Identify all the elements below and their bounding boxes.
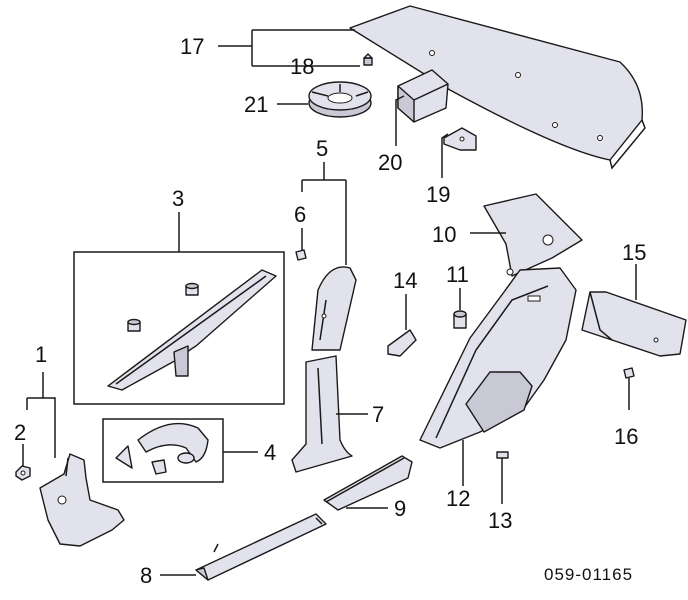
- callout-17: 17: [180, 34, 204, 59]
- clip-a-pillar-lower: [127, 318, 141, 332]
- callout-14: 14: [393, 268, 417, 293]
- callout-13: 13: [488, 508, 512, 533]
- callout-21: 21: [244, 92, 268, 117]
- callout-4: 4: [264, 440, 276, 465]
- callout-17-bracket: [218, 29, 360, 67]
- quarter-trim-upper-10: [483, 193, 583, 277]
- clip-set-4: [115, 422, 209, 475]
- kick-panel-1: [39, 453, 125, 547]
- clip-16: [623, 367, 635, 410]
- speaker-ring-21: [308, 81, 372, 118]
- rear-shelf-panel: [349, 5, 646, 170]
- group-box-4: [102, 418, 224, 483]
- a-pillar-trim: [107, 269, 277, 391]
- callout-18: 18: [290, 54, 314, 79]
- callout-20: 20: [378, 150, 402, 175]
- rear-panel-bracket-15: [581, 291, 687, 357]
- callout-10: 10: [432, 222, 456, 247]
- clip-6: [295, 249, 307, 261]
- callout-11: 11: [446, 262, 469, 287]
- callout-7: 7: [372, 402, 384, 427]
- bracket-block-20: [397, 69, 449, 123]
- callout-15: 15: [622, 240, 646, 265]
- callout-5: 5: [316, 136, 328, 161]
- small-bracket-19: [443, 127, 477, 151]
- sill-plate-9: [323, 455, 413, 511]
- callout-16: 16: [614, 424, 638, 449]
- bushing-11: [453, 310, 467, 329]
- b-pillar-lower-7: [291, 355, 353, 473]
- nut-2: [15, 465, 31, 481]
- callout-19: 19: [426, 182, 450, 207]
- callout-8: 8: [140, 563, 152, 588]
- callout-3: 3: [172, 186, 184, 211]
- group-box-3: [73, 251, 285, 405]
- quarter-trim-lower-12: [419, 267, 577, 449]
- clip-18: [363, 53, 373, 66]
- sill-plate-8: [195, 513, 327, 581]
- b-pillar-upper-5: [311, 266, 357, 351]
- callout-12: 12: [446, 486, 470, 511]
- callout-1: 1: [35, 342, 47, 367]
- callout-6: 6: [294, 202, 306, 227]
- callout-9: 9: [394, 496, 406, 521]
- callout-2: 2: [14, 420, 26, 445]
- coat-hook-14: [387, 329, 417, 357]
- screw-13: [496, 451, 509, 504]
- clip-a-pillar-upper: [185, 282, 199, 296]
- reference-code: 059-01165: [544, 565, 633, 584]
